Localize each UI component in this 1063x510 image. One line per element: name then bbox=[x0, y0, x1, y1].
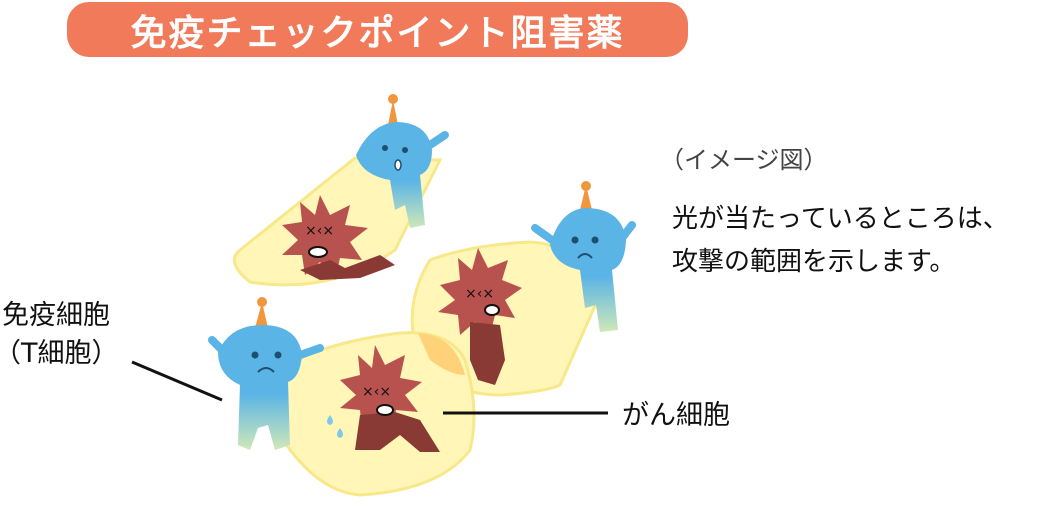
light-overlap bbox=[418, 333, 465, 375]
svg-text:×‹×: ×‹× bbox=[305, 223, 334, 239]
t-cell-left bbox=[208, 297, 324, 450]
description: 光が当たっているところは、 攻撃の範囲を示します。 bbox=[672, 198, 1009, 284]
title-banner: 免疫チェックポイント阻害薬 bbox=[67, 2, 688, 57]
description-line-2: 攻撃の範囲を示します。 bbox=[672, 247, 956, 277]
t-cell-right bbox=[531, 181, 636, 332]
immune-cell-label: 免疫細胞 bbox=[2, 300, 110, 331]
cancer-cell-right: ×‹× bbox=[438, 248, 522, 385]
t-cell-leader-line bbox=[131, 360, 223, 402]
t-cell-label: （T細胞） bbox=[0, 338, 119, 369]
page-title: 免疫チェックポイント阻害薬 bbox=[130, 12, 625, 54]
t-cell-top bbox=[356, 94, 449, 228]
svg-text:×‹×: ×‹× bbox=[362, 384, 391, 400]
cancer-cell-label: がん細胞 bbox=[622, 400, 730, 431]
image-note: （イメージ図） bbox=[660, 146, 828, 174]
svg-text:×‹×: ×‹× bbox=[465, 286, 494, 302]
description-line-1: 光が当たっているところは、 bbox=[672, 204, 1009, 234]
cancer-cell-bottom: ×‹× bbox=[327, 345, 440, 452]
cancer-cell-top: ×‹× bbox=[282, 195, 395, 280]
